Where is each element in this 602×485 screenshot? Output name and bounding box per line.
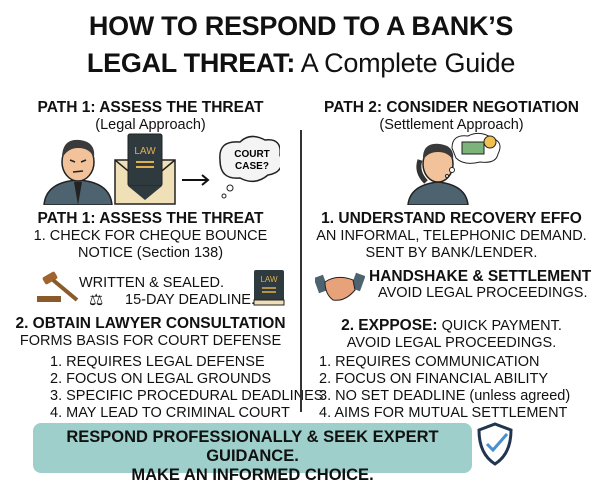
list-item: 3. NO SET DEADLINE (unless agreed) xyxy=(319,388,571,404)
left-section2-sub: FORMS BASIS FOR COURT DEFENSE xyxy=(19,333,282,349)
right-header-title: PATH 2: CONSIDER NEGOTIATION xyxy=(324,99,579,116)
scales-icon: ⚖ xyxy=(89,292,104,309)
law-label: LAW xyxy=(134,146,156,157)
left-section1-line: NOTICE (Section 138) xyxy=(77,245,224,261)
banner-line1: RESPOND PROFESSIONALLY & SEEK EXPERT GUI… xyxy=(66,428,439,465)
shield-check-icon xyxy=(477,422,513,466)
left-list: 1. REQUIRES LEGAL DEFENSE 2. FOCUS ON LE… xyxy=(50,354,323,422)
arrow-icon xyxy=(182,174,210,186)
list-item: 1. REQUIRES LEGAL DEFENSE xyxy=(50,354,265,370)
list-item: 1. REQUIRES COMMUNICATION xyxy=(319,354,540,370)
left-section1-title: PATH 1: ASSESS THE THREAT xyxy=(37,210,264,227)
bubble-line2: CASE? xyxy=(235,161,269,172)
phone-call-illustration xyxy=(407,132,501,205)
list-item: 4. MAY LEAD TO CRIMINAL COURT xyxy=(50,405,290,421)
list-item: 4. AIMS FOR MUTUAL SETTLEMENT xyxy=(319,405,568,421)
list-item: 2. FOCUS ON LEGAL GROUNDS xyxy=(50,371,272,387)
right-section2-rest: QUICK PAYMENT. xyxy=(437,318,562,334)
handshake-sub: AVOID LEGAL PROCEEDINGS. xyxy=(378,285,588,301)
left-section1-line: 1. CHECK FOR CHEQUE BOUNCE xyxy=(33,228,268,244)
right-section1-line: SENT BY BANK/LENDER. xyxy=(365,245,538,261)
handshake-title: HANDSHAKE & SETTLEMENT xyxy=(369,268,592,285)
title-bold: LEGAL THREAT: xyxy=(86,48,296,78)
title-light: A Complete Guide xyxy=(295,48,516,78)
left-section2: 2. OBTAIN LAWYER CONSULTATION FORMS BASI… xyxy=(0,315,301,350)
list-item: 3. SPECIFIC PROCEDURAL DEADLINES xyxy=(50,388,324,404)
left-illustration: LAW COURT CASE? xyxy=(43,133,280,205)
law-envelope-icon: LAW xyxy=(114,133,176,205)
right-section1-title: 1. UNDERSTAND RECOVERY EFFO xyxy=(321,210,582,227)
svg-text:LAW: LAW xyxy=(260,275,277,284)
thought-bubble-icon: COURT CASE? xyxy=(219,135,280,199)
right-section2-sub: AVOID LEGAL PROCEEDINGS. xyxy=(346,335,557,351)
right-header: PATH 2: CONSIDER NEGOTIATION (Settlement… xyxy=(301,99,602,134)
right-list: 1. REQUIRES COMMUNICATION 2. FOCUS ON FI… xyxy=(319,354,570,422)
left-header-title: PATH 1: ASSESS THE THREAT xyxy=(37,99,264,116)
person-on-phone-icon xyxy=(407,143,469,205)
left-header-sub: (Legal Approach) xyxy=(95,117,206,133)
deadline-text: 15-DAY DEADLINE. xyxy=(125,292,256,308)
written-sealed-text: WRITTEN & SEALED. xyxy=(79,275,225,291)
page-title-line2: LEGAL THREAT: A Complete Guide xyxy=(0,45,602,81)
right-section1: 1. UNDERSTAND RECOVERY EFFO AN INFORMAL,… xyxy=(301,210,602,262)
worried-person-icon xyxy=(43,139,113,205)
gavel-icon xyxy=(37,271,79,302)
conclusion-banner: RESPOND PROFESSIONALLY & SEEK EXPERT GUI… xyxy=(33,423,472,484)
list-item: 2. FOCUS ON FINANCIAL ABILITY xyxy=(319,371,549,387)
page-title-line1: HOW TO RESPOND TO A BANK’S xyxy=(88,11,514,41)
money-clock-bubble-icon xyxy=(445,132,501,178)
bubble-line1: COURT xyxy=(234,149,270,160)
left-section2-title: 2. OBTAIN LAWYER CONSULTATION xyxy=(15,315,286,332)
right-section2: 2. EXPPOSE: QUICK PAYMENT. AVOID LEGAL P… xyxy=(301,317,602,352)
column-divider xyxy=(300,130,302,412)
right-section2-bold: 2. EXPPOSE: xyxy=(341,317,438,334)
law-book-icon: LAW xyxy=(253,270,285,306)
banner-line2: MAKE AN INFORMED CHOICE. xyxy=(131,466,374,484)
right-header-sub: (Settlement Approach) xyxy=(379,117,524,133)
left-header: PATH 1: ASSESS THE THREAT (Legal Approac… xyxy=(0,99,301,134)
right-section1-line: AN INFORMAL, TELEPHONIC DEMAND. xyxy=(316,228,587,244)
left-section1: PATH 1: ASSESS THE THREAT 1. CHECK FOR C… xyxy=(0,210,301,262)
handshake-icon xyxy=(315,272,365,301)
